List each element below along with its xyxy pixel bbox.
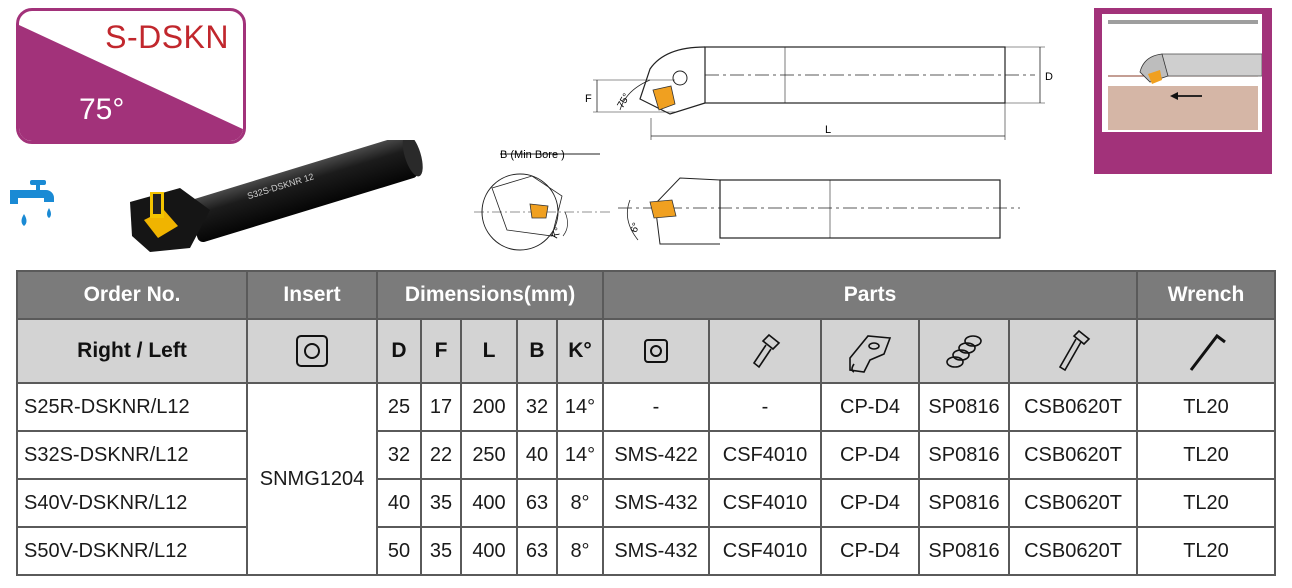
header-f: F — [420, 318, 462, 384]
shim-cell: SMS-432 — [602, 478, 711, 528]
dim-label-d: D — [1045, 71, 1053, 83]
table-row: S32S-DSKNR/L12 32 22 250 40 14° SMS-422 … — [16, 430, 1277, 480]
application-inset — [1094, 8, 1272, 174]
screw-cell: CSB0620T — [1008, 430, 1139, 480]
dim-label-angle: 75° — [616, 92, 633, 111]
insert-cell: SNMG1204 — [246, 382, 378, 576]
shim-cell: SMS-422 — [602, 430, 711, 480]
coolant-tap-icon — [10, 180, 54, 226]
order-no-cell: S40V-DSKNR/L12 — [16, 478, 248, 528]
countersunk-screw-icon — [708, 318, 823, 384]
k-cell: 14° — [555, 382, 605, 432]
clamp-cell: CP-D4 — [820, 526, 921, 576]
clamp-cell: CP-D4 — [820, 382, 921, 432]
top-view-drawing: F D L 75° — [585, 46, 1053, 140]
header-k: K° — [555, 318, 605, 384]
clamp-cell: CP-D4 — [820, 478, 921, 528]
boring-operation-illustration — [1108, 20, 1263, 130]
dim-label-l: L — [825, 124, 831, 136]
d-cell: 40 — [376, 478, 422, 528]
order-no-cell: S50V-DSKNR/L12 — [16, 526, 248, 576]
order-no-cell: S32S-DSKNR/L12 — [16, 430, 248, 480]
shim-screw-cell: CSF4010 — [708, 430, 823, 480]
header-b: B — [516, 318, 558, 384]
clamp-cell: CP-D4 — [820, 430, 921, 480]
side-view-drawing: 6° — [618, 177, 1020, 245]
bore-view-drawing: B (Min Bore ) K° — [474, 149, 610, 251]
d-cell: 50 — [376, 526, 422, 576]
header-row-main: Order No. Insert Dimensions(mm) Parts Wr… — [16, 270, 1277, 320]
shim-screw-cell: - — [708, 382, 823, 432]
tool-type-badge: S-DSKN 75° — [16, 8, 246, 144]
l-cell: 400 — [460, 526, 518, 576]
table-row: S40V-DSKNR/L12 40 35 400 63 8° SMS-432 C… — [16, 478, 1277, 528]
badge-angle: 75° — [79, 93, 125, 126]
dim-label-b: B (Min Bore ) — [500, 149, 565, 161]
f-cell: 35 — [420, 526, 462, 576]
header-dimensions: Dimensions(mm) — [375, 270, 605, 320]
hex-wrench-icon — [1136, 318, 1277, 384]
header-insert: Insert — [246, 270, 378, 320]
b-cell: 32 — [516, 382, 558, 432]
f-cell: 22 — [420, 430, 462, 480]
spring-cell: SP0816 — [918, 382, 1011, 432]
wrench-cell: TL20 — [1136, 382, 1277, 432]
tool-holder-photo: S32S-DSKNR 12 — [130, 140, 423, 252]
clamp-icon — [820, 318, 921, 384]
header-parts: Parts — [602, 270, 1139, 320]
f-cell: 17 — [420, 382, 462, 432]
spring-cell: SP0816 — [918, 526, 1011, 576]
order-no-cell: S25R-DSKNR/L12 — [16, 382, 248, 432]
l-cell: 200 — [460, 382, 518, 432]
table-row: S50V-DSKNR/L12 50 35 400 63 8° SMS-432 C… — [16, 526, 1277, 576]
spring-cell: SP0816 — [918, 478, 1011, 528]
wrench-cell: TL20 — [1136, 478, 1277, 528]
d-cell: 32 — [376, 430, 422, 480]
shim-screw-cell: CSF4010 — [708, 526, 823, 576]
dim-label-k: K° — [550, 226, 565, 241]
table-row: S25R-DSKNR/L12 SNMG1204 25 17 200 32 14°… — [16, 382, 1277, 576]
k-cell: 8° — [555, 526, 605, 576]
spring-icon — [918, 318, 1011, 384]
wrench-cell: TL20 — [1136, 526, 1277, 576]
header-wrench: Wrench — [1136, 270, 1277, 320]
badge-triangle-graphic — [19, 25, 243, 141]
screw-cell: CSB0620T — [1008, 478, 1139, 528]
f-cell: 35 — [420, 478, 462, 528]
square-shim-icon — [602, 318, 711, 384]
shim-cell: - — [602, 382, 711, 432]
badge-code: S-DSKN — [105, 19, 229, 55]
l-cell: 250 — [460, 430, 518, 480]
header-order-no: Order No. — [16, 270, 248, 320]
header-row-sub: Right / Left D F L B K° — [16, 318, 1277, 384]
b-cell: 40 — [516, 430, 558, 480]
header-d: D — [376, 318, 422, 384]
k-cell: 8° — [555, 478, 605, 528]
dim-label-f: F — [585, 93, 592, 105]
screw-cell: CSB0620T — [1008, 526, 1139, 576]
insert-square-icon — [246, 318, 378, 384]
spring-cell: SP0816 — [918, 430, 1011, 480]
dim-label-6: 6° — [629, 221, 643, 234]
header-right-left: Right / Left — [16, 318, 248, 384]
b-cell: 63 — [516, 478, 558, 528]
shim-screw-cell: CSF4010 — [708, 478, 823, 528]
screw-cell: CSB0620T — [1008, 382, 1139, 432]
d-cell: 25 — [376, 382, 422, 432]
b-cell: 63 — [516, 526, 558, 576]
l-cell: 400 — [460, 478, 518, 528]
header-l: L — [460, 318, 518, 384]
clamp-screw-icon — [1008, 318, 1139, 384]
shim-cell: SMS-432 — [602, 526, 711, 576]
spec-table: Order No. Insert Dimensions(mm) Parts Wr… — [16, 270, 1277, 576]
k-cell: 14° — [555, 430, 605, 480]
wrench-cell: TL20 — [1136, 430, 1277, 480]
